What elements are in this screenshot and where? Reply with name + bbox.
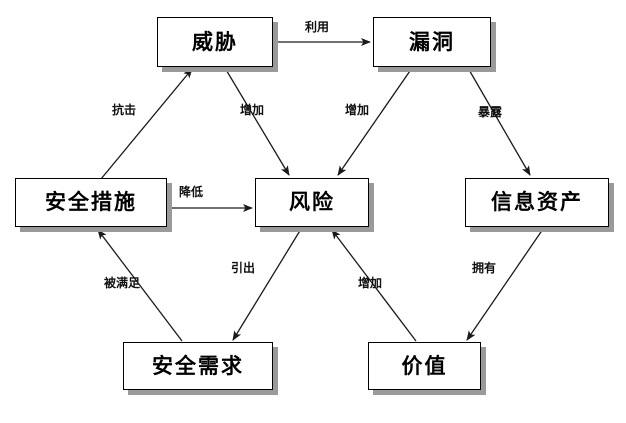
node-risk-label: 风险 bbox=[289, 190, 335, 214]
node-vulnerability-label: 漏洞 bbox=[409, 29, 455, 54]
node-safeguard-label: 安全措施 bbox=[45, 190, 137, 214]
edge-label-exploit: 利用 bbox=[305, 20, 330, 34]
l-risk-req bbox=[232, 228, 302, 341]
edge-label-reduce: 降低 bbox=[179, 185, 204, 199]
node-safeguard[interactable]: 安全措施 bbox=[15, 178, 167, 227]
l-vuln-asset bbox=[467, 67, 531, 176]
edge-label-counter: 抗击 bbox=[112, 103, 137, 117]
edge-label-increase-threat-risk: 增加 bbox=[240, 103, 265, 117]
l-asset-value bbox=[466, 228, 544, 341]
edge-label-own: 拥有 bbox=[472, 261, 497, 275]
l-safeguard-threat bbox=[95, 68, 193, 186]
edge-label-increase-vuln-risk: 增加 bbox=[345, 103, 370, 117]
edge-label-increase-value-risk: 增加 bbox=[358, 276, 383, 290]
l-req-safeguard bbox=[97, 229, 183, 342]
node-threat[interactable]: 威胁 bbox=[157, 17, 273, 67]
node-value[interactable]: 价值 bbox=[368, 342, 481, 390]
l-value-risk bbox=[331, 229, 417, 342]
edge-label-derive: 引出 bbox=[231, 261, 256, 275]
node-risk[interactable]: 风险 bbox=[255, 178, 369, 227]
node-information-asset[interactable]: 信息资产 bbox=[465, 178, 609, 227]
l-threat-risk bbox=[224, 67, 290, 176]
edge-label-expose: 暴露 bbox=[478, 105, 503, 119]
node-security-requirement-label: 安全需求 bbox=[152, 353, 244, 378]
node-value-label: 价值 bbox=[401, 353, 448, 378]
node-threat-label: 威胁 bbox=[192, 29, 238, 54]
l-vuln-risk bbox=[337, 67, 413, 176]
edge-label-satisfied-by: 被满足 bbox=[104, 276, 141, 290]
node-vulnerability[interactable]: 漏洞 bbox=[373, 17, 491, 67]
node-security-requirement[interactable]: 安全需求 bbox=[123, 342, 273, 390]
node-information-asset-label: 信息资产 bbox=[491, 190, 583, 214]
